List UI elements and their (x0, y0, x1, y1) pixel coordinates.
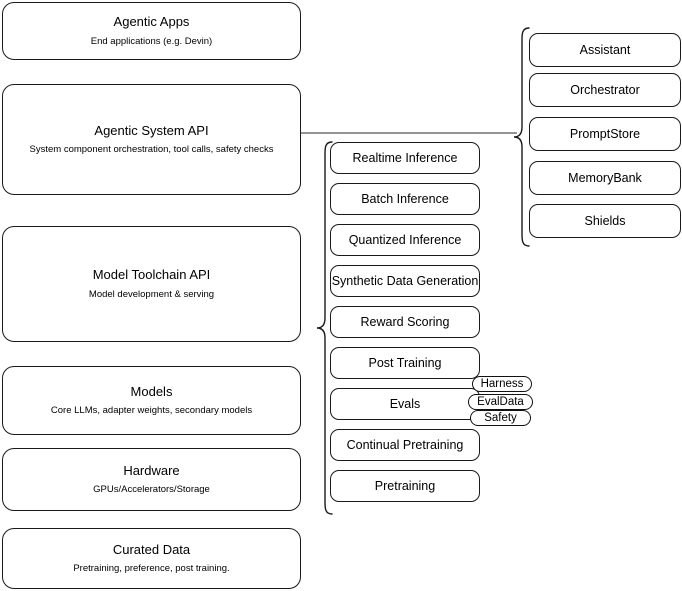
layer-box-curated-data[interactable]: Curated Data Pretraining, preference, po… (2, 528, 301, 589)
component-label: MemoryBank (568, 171, 642, 185)
layer-title: Model Toolchain API (92, 267, 211, 283)
capability-label: Quantized Inference (348, 233, 462, 247)
capability-label: Batch Inference (361, 192, 449, 206)
component-label: PromptStore (569, 127, 641, 141)
layer-title: Hardware (123, 462, 180, 478)
layer-subtitle: Model development & serving (88, 288, 215, 300)
api-link-line (301, 126, 527, 142)
capability-label: Pretraining (374, 479, 436, 493)
evals-pill-evaldata[interactable]: EvalData (468, 394, 533, 410)
capability-label: Evals (389, 397, 421, 411)
evals-pill-safety[interactable]: Safety (470, 410, 531, 426)
capability-box-reward-scoring[interactable]: Reward Scoring (330, 306, 480, 338)
capability-label: Continual Pretraining (346, 438, 464, 452)
layer-subtitle: GPUs/Accelerators/Storage (93, 484, 210, 496)
component-box-assistant[interactable]: Assistant (529, 33, 681, 67)
capability-box-pretraining[interactable]: Pretraining (330, 470, 480, 502)
component-box-memorybank[interactable]: MemoryBank (529, 161, 681, 195)
layer-subtitle: End applications (e.g. Devin) (90, 35, 213, 47)
layer-title: Curated Data (112, 541, 191, 557)
component-label: Shields (584, 214, 626, 228)
capability-box-evals[interactable]: Evals (330, 388, 480, 420)
layer-title: Agentic Apps (113, 14, 190, 30)
capability-box-realtime-inference[interactable]: Realtime Inference (330, 142, 480, 174)
layer-title: Models (130, 383, 173, 399)
layer-box-model-toolchain-api[interactable]: Model Toolchain API Model development & … (2, 226, 301, 342)
layer-box-agentic-system-api[interactable]: Agentic System API System component orch… (2, 84, 301, 195)
layer-subtitle: Core LLMs, adapter weights, secondary mo… (50, 405, 253, 417)
layer-subtitle: Pretraining, preference, post training. (73, 563, 230, 575)
layer-box-agentic-apps[interactable]: Agentic Apps End applications (e.g. Devi… (2, 2, 301, 60)
capability-box-batch-inference[interactable]: Batch Inference (330, 183, 480, 215)
component-box-shields[interactable]: Shields (529, 204, 681, 238)
capability-box-post-training[interactable]: Post Training (330, 347, 480, 379)
pill-label: Safety (484, 412, 517, 424)
component-box-orchestrator[interactable]: Orchestrator (529, 73, 681, 107)
capability-box-quantized-inference[interactable]: Quantized Inference (330, 224, 480, 256)
capability-box-synthetic-data-generation[interactable]: Synthetic Data Generation (330, 265, 480, 297)
pill-label: Harness (480, 378, 524, 390)
layer-subtitle: System component orchestration, tool cal… (29, 144, 274, 156)
layer-title: Agentic System API (94, 122, 209, 138)
capability-label: Post Training (368, 356, 442, 370)
capability-label: Realtime Inference (352, 151, 458, 165)
capability-box-continual-pretraining[interactable]: Continual Pretraining (330, 429, 480, 461)
capability-label: Synthetic Data Generation (331, 274, 479, 288)
layer-box-hardware[interactable]: Hardware GPUs/Accelerators/Storage (2, 448, 301, 511)
component-label: Assistant (579, 43, 631, 57)
evals-pill-harness[interactable]: Harness (472, 376, 532, 392)
component-box-promptstore[interactable]: PromptStore (529, 117, 681, 151)
component-label: Orchestrator (570, 83, 640, 97)
capability-label: Reward Scoring (360, 315, 450, 329)
layer-box-models[interactable]: Models Core LLMs, adapter weights, secon… (2, 366, 301, 435)
pill-label: EvalData (477, 396, 524, 408)
